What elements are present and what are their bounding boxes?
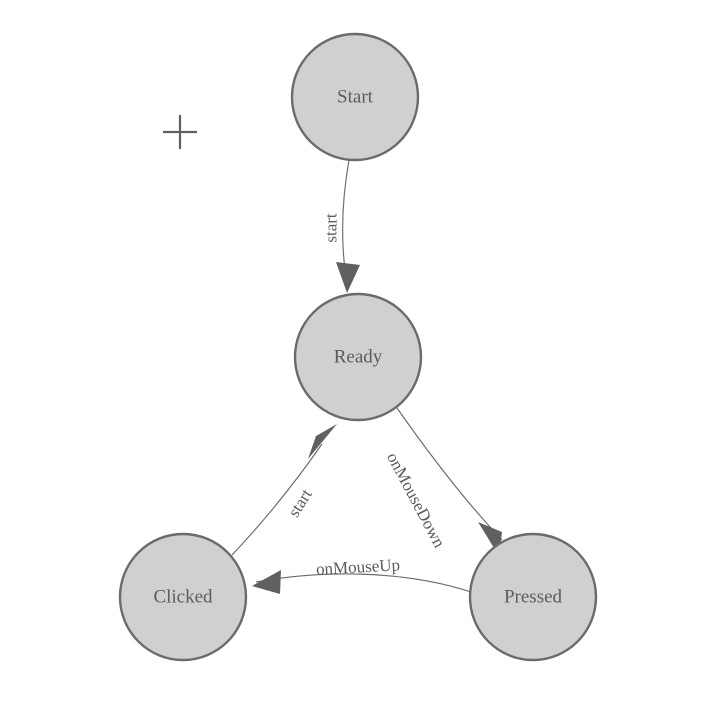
- node-shape[interactable]: [468, 532, 598, 662]
- node-label: Start: [337, 87, 374, 108]
- edge-path[interactable]: [231, 443, 323, 556]
- node-start[interactable]: Start: [290, 32, 420, 162]
- arrowhead-icon: [308, 424, 337, 459]
- edge-start-to-ready[interactable]: start: [322, 159, 361, 293]
- node-layer: Start Ready Clicked Pressed: [118, 32, 598, 662]
- edge-label: start: [284, 485, 316, 520]
- node-label: Ready: [334, 347, 383, 368]
- node-shape[interactable]: [293, 292, 423, 422]
- edge-path[interactable]: [255, 573, 472, 593]
- arrowhead-icon: [252, 570, 281, 594]
- node-label: Pressed: [504, 587, 563, 608]
- edge-label: onMouseDown: [383, 449, 449, 551]
- node-ready[interactable]: Ready: [293, 292, 423, 422]
- edge-path[interactable]: [396, 407, 503, 541]
- edge-pressed-to-clicked[interactable]: onMouseUp: [252, 555, 472, 594]
- crosshair-cursor-icon: [163, 115, 197, 149]
- edge-label: start: [322, 213, 341, 243]
- arrowhead-icon: [336, 262, 360, 293]
- node-label: Clicked: [153, 587, 213, 608]
- edge-clicked-to-ready[interactable]: start: [231, 424, 337, 556]
- node-pressed[interactable]: Pressed: [468, 532, 598, 662]
- edge-ready-to-pressed[interactable]: onMouseDown: [383, 407, 503, 556]
- edge-label: onMouseUp: [316, 555, 401, 578]
- node-clicked[interactable]: Clicked: [118, 532, 248, 662]
- node-shape[interactable]: [290, 32, 420, 162]
- node-shape[interactable]: [118, 532, 248, 662]
